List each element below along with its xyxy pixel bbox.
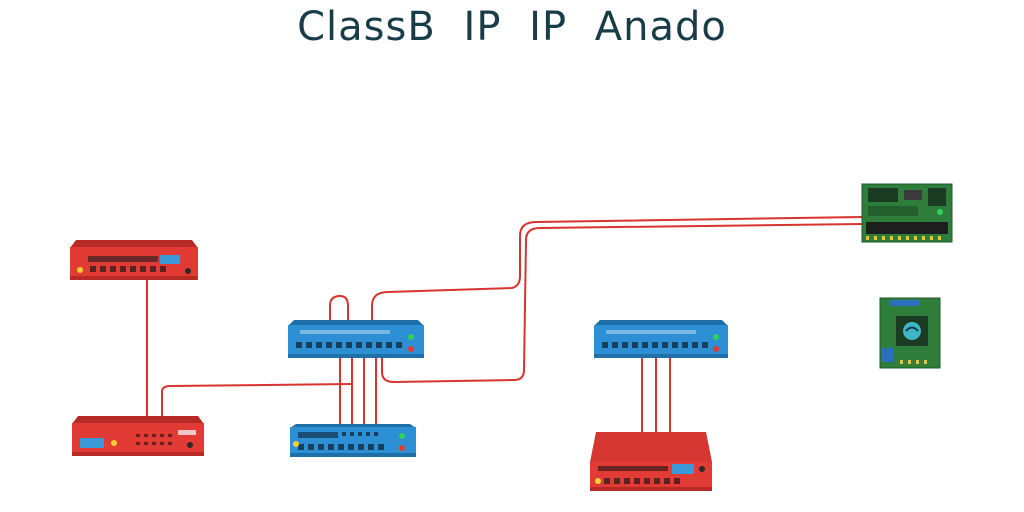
cable-switch-loop bbox=[329, 294, 349, 322]
router-bottom-left bbox=[72, 416, 204, 456]
cable-switch-to-board-a bbox=[371, 216, 863, 322]
switch-right bbox=[594, 320, 728, 358]
circuit-board-small bbox=[879, 297, 941, 369]
diagram-title: ClassB IP IP Anado bbox=[297, 4, 727, 50]
router-bottom-right bbox=[590, 432, 712, 491]
cable-switch-to-board-b bbox=[381, 223, 863, 384]
router-top-left bbox=[70, 240, 198, 280]
switch-center-bottom bbox=[290, 424, 416, 457]
circuit-board-large bbox=[861, 183, 953, 243]
cable-router-bottom-to-switch bbox=[161, 383, 353, 418]
cables bbox=[146, 216, 863, 432]
switch-center-top bbox=[288, 320, 424, 358]
